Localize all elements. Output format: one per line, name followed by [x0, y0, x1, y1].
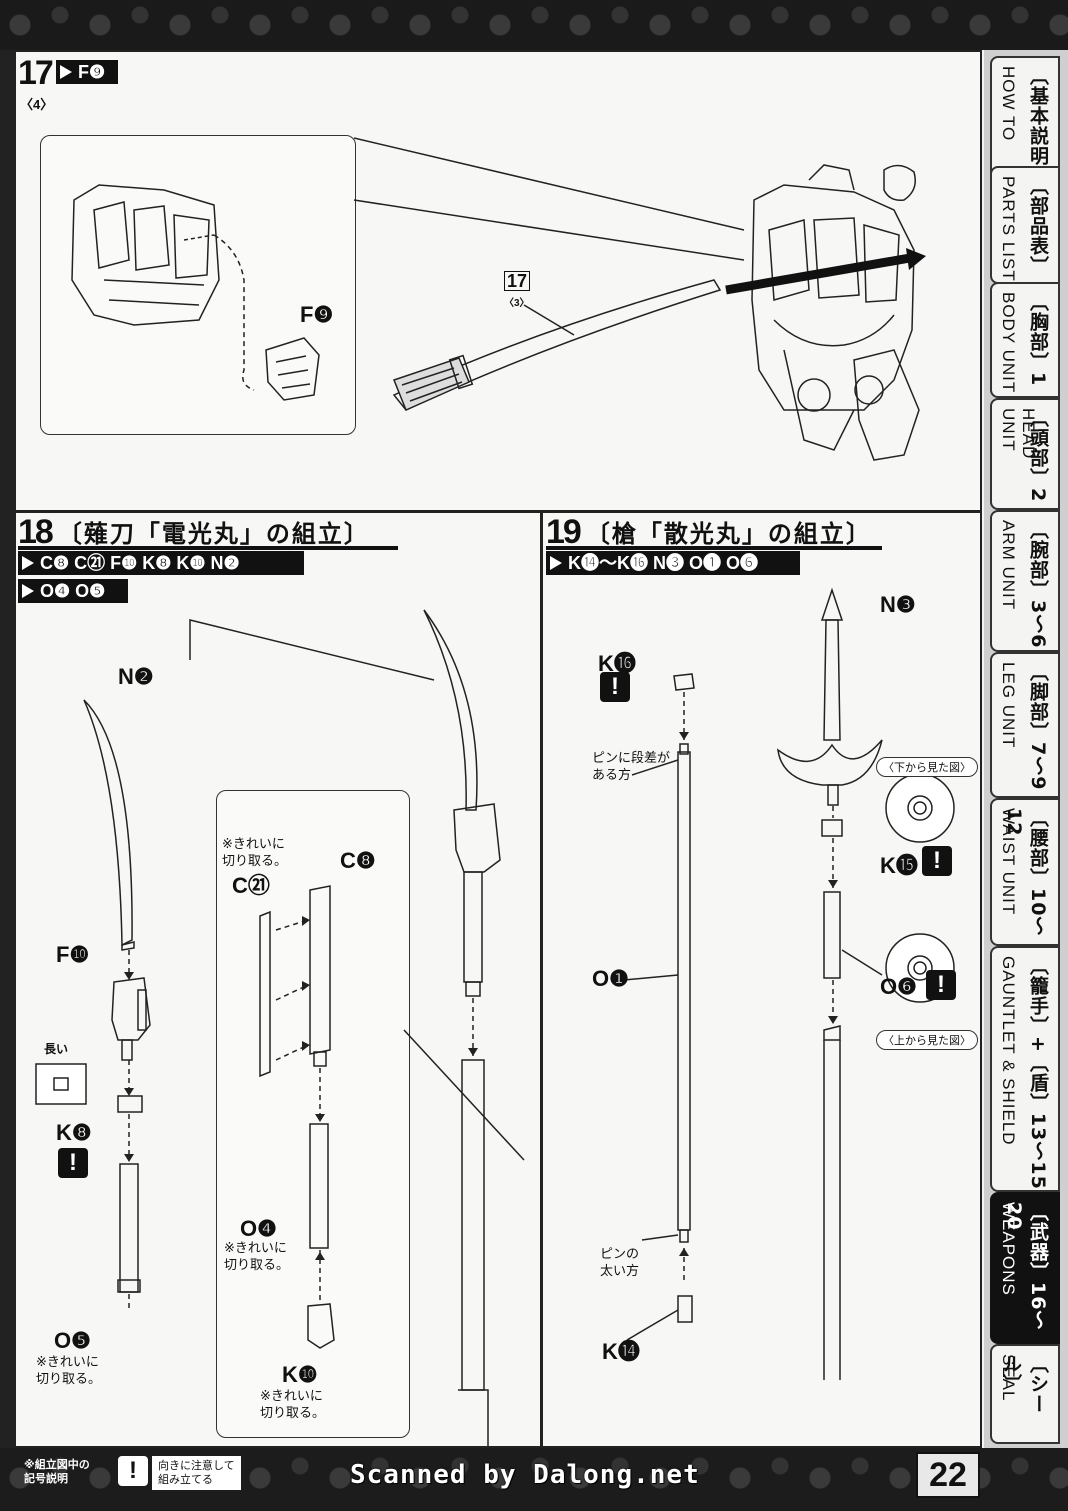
scan-credit: Scanned by Dalong.net: [350, 1460, 700, 1490]
legend-title: ※組立図中の 記号説明: [24, 1458, 90, 1485]
part-label-c8: C❽: [340, 848, 376, 873]
step-18-title-rule: [18, 546, 398, 550]
step-19-illustration: [623, 587, 955, 1380]
tab-label-jp: 〔頭部〕2: [1027, 408, 1049, 503]
step-18-parts-list-2: O❹ O❺: [18, 579, 128, 603]
tab-label-jp: 〔腰部〕10〜12: [1003, 808, 1049, 937]
step-number: 19: [546, 512, 582, 551]
tab-waist-unit[interactable]: 〔腰部〕10〜12 WAIST UNIT: [990, 798, 1060, 946]
orientation-warning-icon: !: [922, 846, 952, 876]
tab-gauntlet-shield[interactable]: 〔籠手〕+〔盾〕13〜15 GAUNTLET & SHIELD: [990, 946, 1060, 1192]
cut-note: ※きれいに 切り取る。: [224, 1241, 290, 1273]
tab-label-en: ARM UNIT: [999, 520, 1018, 611]
step-17-parts-list: F❾: [56, 60, 118, 84]
step-number: 18: [18, 512, 54, 551]
tab-label-jp: 〔武器〕16〜20: [1003, 1202, 1049, 1331]
tab-label-en: GAUNTLET & SHIELD: [999, 956, 1018, 1146]
step-17-illustration: [71, 137, 926, 461]
step-title: 〔薙刀「電光丸」の組立〕: [57, 520, 370, 548]
tab-label-en: LEG UNIT: [999, 662, 1018, 749]
pin-thick-note: ピンの 太い方: [600, 1247, 640, 1279]
part-label-c21: C㉑: [232, 873, 270, 898]
step-number: 17: [18, 54, 54, 92]
tab-body-unit[interactable]: 〔胸部〕1 BODY UNIT: [990, 282, 1060, 398]
tab-seal[interactable]: 〔シール〕 SEAL: [990, 1344, 1060, 1444]
tab-label-jp: 〔脚部〕7〜9: [1027, 662, 1049, 791]
part-label-o4: O❹: [240, 1216, 277, 1241]
orientation-warning-icon: !: [600, 672, 630, 702]
step-19-header: 19 〔槍「散光丸」の組立〕: [546, 514, 872, 549]
part-label-k14: K⓮: [602, 1339, 640, 1364]
step-18-parts-list-1: C❽ C㉑ F❿ K❽ K❿ N❷: [18, 551, 304, 575]
page-number: 22: [916, 1452, 980, 1498]
section-divider-horizontal: [14, 510, 982, 513]
tab-label-en: BODY UNIT: [999, 292, 1018, 394]
step-17-ref-number: 17: [504, 271, 531, 291]
part-label-k15: K⓯: [880, 853, 918, 878]
tab-label-en: HOW TO: [999, 66, 1018, 142]
left-border: [0, 50, 14, 1450]
cut-note: ※きれいに 切り取る。: [222, 837, 288, 869]
top-view-label: 〈上から見た図〉: [876, 1030, 978, 1050]
section-divider-vertical: [540, 512, 543, 1446]
part-label-f9: F❾: [300, 302, 334, 327]
part-label-o6: O❻: [880, 974, 917, 999]
section-sidebar: 〔基本説明〕 HOW TO 〔部品表〕 PARTS LIST 〔胸部〕1 BOD…: [984, 50, 1068, 1448]
cut-note: ※きれいに 切り取る。: [260, 1389, 326, 1421]
step-19-parts-list: K⓮〜K⓰ N❸ O❶ O❻: [546, 551, 800, 575]
top-border-pattern: [0, 0, 1068, 50]
part-label-n3: N❸: [880, 592, 916, 617]
tab-label-en: HEAD UNIT: [999, 408, 1038, 460]
legend-description: 向きに注意して 組み立てる: [152, 1456, 241, 1490]
tab-label-en: WAIST UNIT: [999, 808, 1018, 916]
tab-label-jp: 〔胸部〕1: [1027, 292, 1049, 387]
step-title: 〔槍「散光丸」の組立〕: [585, 520, 872, 548]
bottom-view-label: 〈下から見た図〉: [876, 757, 978, 777]
tab-weapons[interactable]: 〔武器〕16〜20 WEAPONS: [990, 1192, 1060, 1344]
tab-leg-unit[interactable]: 〔脚部〕7〜9 LEG UNIT: [990, 652, 1060, 798]
part-label-k10: K❿: [282, 1362, 318, 1387]
part-label-o5: O❺: [54, 1328, 91, 1353]
tab-label-en: PARTS LIST: [999, 176, 1018, 282]
pin-step-note: ピンに段差が ある方: [592, 751, 671, 783]
step-18-header: 18 〔薙刀「電光丸」の組立〕: [18, 514, 370, 549]
tab-how-to[interactable]: 〔基本説明〕 HOW TO: [990, 56, 1060, 186]
part-label-k16: K⓰: [598, 651, 636, 676]
part-label-o1: O❶: [592, 966, 629, 991]
step-17-subref: 〈4〉: [20, 97, 54, 112]
tab-label-en: WEAPONS: [999, 1202, 1018, 1296]
tab-label-en: SEAL: [999, 1354, 1018, 1402]
long-side-label: 長い: [44, 1042, 69, 1056]
part-label-n2: N❷: [118, 664, 154, 689]
cut-note: ※きれいに 切り取る。: [36, 1355, 102, 1387]
part-label-k8: K❽: [56, 1120, 92, 1145]
tab-parts-list[interactable]: 〔部品表〕 PARTS LIST: [990, 166, 1060, 284]
tab-label-jp: 〔基本説明〕: [1027, 66, 1049, 186]
symbol-legend: ※組立図中の 記号説明 ! 向きに注意して 組み立てる: [10, 1452, 250, 1502]
tab-label-jp: 〔シール〕: [1000, 1354, 1049, 1414]
legend-warning-icon: !: [118, 1456, 148, 1486]
orientation-warning-icon: !: [58, 1148, 88, 1178]
step-18-illustration: [35, 609, 525, 1446]
step-19-title-rule: [546, 546, 882, 550]
tab-head-unit[interactable]: 〔頭部〕2 HEAD UNIT: [990, 398, 1060, 510]
step-18-inset: [216, 790, 410, 1438]
step-17-header: 17: [18, 54, 54, 92]
tab-label-jp: 〔籠手〕+〔盾〕13〜15: [1027, 956, 1049, 1190]
orientation-warning-icon: !: [926, 970, 956, 1000]
part-label-f10: F❿: [56, 942, 90, 967]
tab-label-jp: 〔腕部〕3〜6: [1027, 520, 1049, 649]
step-17-ref-sub: 〈3〉: [504, 298, 530, 309]
tab-label-jp: 〔部品表〕: [1027, 176, 1049, 276]
tab-arm-unit[interactable]: 〔腕部〕3〜6 ARM UNIT: [990, 510, 1060, 652]
